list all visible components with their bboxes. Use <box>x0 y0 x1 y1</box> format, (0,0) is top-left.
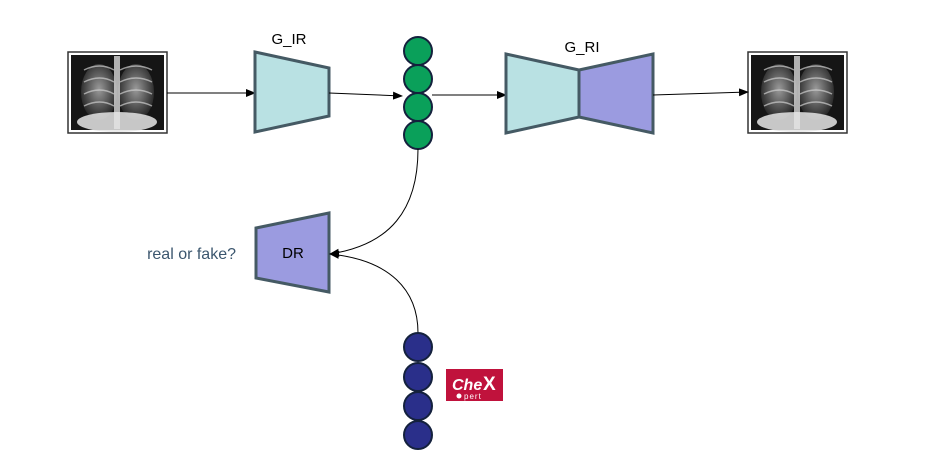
prior-node <box>403 362 433 392</box>
g-ir-label: G_IR <box>271 31 306 48</box>
latent-vector-green <box>403 36 433 150</box>
latent-node <box>403 64 433 94</box>
chexpert-logo: Che X pert <box>446 369 503 401</box>
dr-discriminator <box>254 211 331 294</box>
output-xray-image <box>747 51 848 134</box>
arrow-latent-to-dr <box>329 148 419 257</box>
prior-node <box>403 420 433 450</box>
arrow-gir-to-latent <box>328 91 403 100</box>
g-ri-generator <box>504 52 655 135</box>
arrow-gri-to-output <box>652 88 749 97</box>
latent-node <box>403 92 433 122</box>
g-ri-label: G_RI <box>564 39 599 56</box>
real-or-fake-label: real or fake? <box>147 246 236 263</box>
latent-vector-navy <box>403 332 433 450</box>
svg-text:pert: pert <box>464 392 482 401</box>
svg-text:X: X <box>483 374 496 395</box>
latent-node <box>403 36 433 66</box>
arrow-prior-to-dr <box>329 250 419 334</box>
prior-node <box>403 391 433 421</box>
svg-text:Che: Che <box>452 377 482 394</box>
dr-label: DR <box>282 245 304 262</box>
g-ri-decoder-half <box>577 52 655 135</box>
input-xray-image <box>67 51 168 134</box>
latent-node <box>403 120 433 150</box>
prior-node <box>403 332 433 362</box>
g-ri-encoder-half <box>504 52 581 135</box>
g-ir-encoder <box>253 50 331 134</box>
